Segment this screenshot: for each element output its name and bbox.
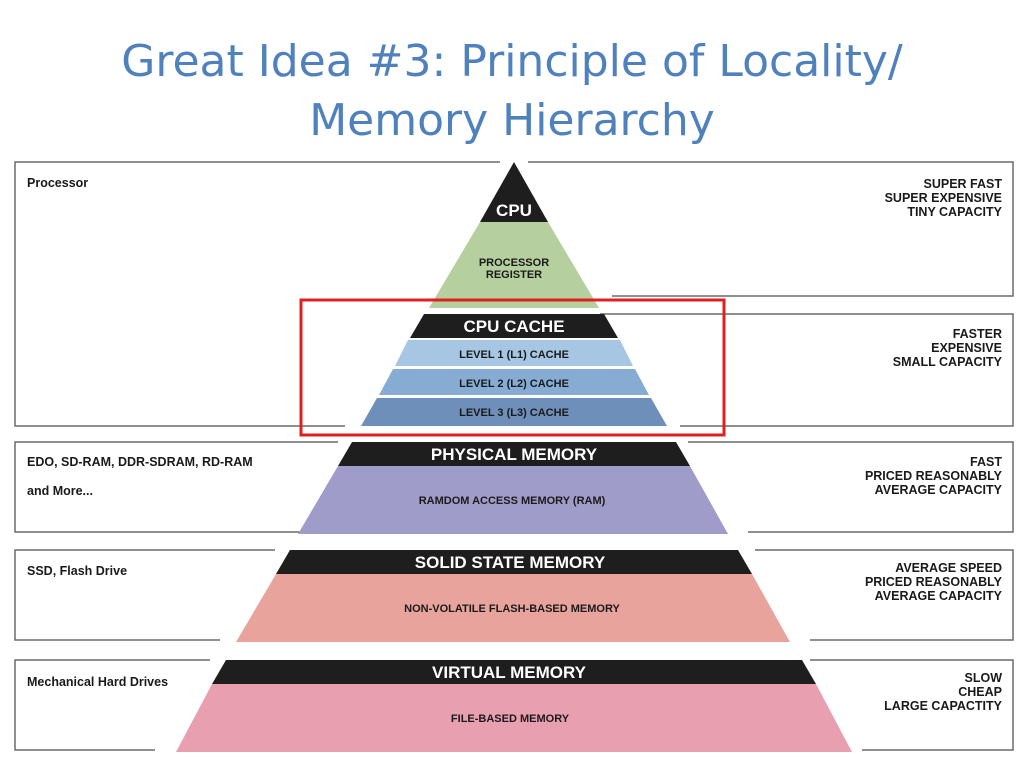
right-labels: SUPER FAST SUPER EXPENSIVE TINY CAPACITY… [865, 177, 1003, 713]
right-label-ssd-2: PRICED REASONABLY [865, 575, 1003, 589]
right-label-processor-1: SUPER FAST [924, 177, 1003, 191]
ram-text: RAMDOM ACCESS MEMORY (RAM) [419, 495, 606, 507]
right-label-ssd-1: AVERAGE SPEED [895, 561, 1002, 575]
register-band [429, 222, 599, 308]
cache-l1-band [395, 340, 633, 366]
virtual-band [176, 684, 852, 752]
right-label-ram-1: FAST [970, 455, 1002, 469]
pyramid-physical: PHYSICAL MEMORY RAMDOM ACCESS MEMORY (RA… [298, 442, 728, 534]
right-bracket-ssd [755, 549, 1014, 641]
right-label-ssd-3: AVERAGE CAPACITY [875, 589, 1003, 603]
right-label-hdd-1: SLOW [965, 671, 1003, 685]
right-bracket-cache [600, 313, 1014, 427]
cpu-head-band [480, 162, 548, 222]
ssd-text: NON-VOLATILE FLASH-BASED MEMORY [404, 603, 620, 615]
virtual-text: FILE-BASED MEMORY [451, 713, 570, 725]
left-bracket-processor [14, 161, 500, 427]
right-bracket-hdd [810, 659, 1014, 751]
right-bracket-processor [528, 161, 1014, 297]
cache-l3-band [361, 398, 667, 426]
cache-l1-text: LEVEL 1 (L1) CACHE [459, 349, 569, 361]
left-label-ram-line-2: and More... [27, 484, 93, 498]
right-label-hdd-3: LARGE CAPACTITY [884, 699, 1002, 713]
left-bracket-ssd [14, 549, 275, 641]
title-line-2: Memory Hierarchy [309, 95, 715, 146]
left-brackets [14, 161, 500, 751]
cache-l2-band [379, 369, 649, 395]
register-line-1: PROCESSOR [479, 257, 549, 269]
right-bracket-ram [688, 441, 1014, 533]
right-label-cache-1: FASTER [953, 327, 1002, 341]
register-line-2: REGISTER [486, 269, 542, 281]
memory-hierarchy-diagram: CPU PROCESSOR REGISTER CPU CACHE LEVEL 1… [14, 161, 1014, 752]
title-line-1: Great Idea #3: Principle of Locality/ [121, 36, 903, 87]
right-brackets [528, 161, 1014, 751]
right-label-ram-2: PRICED REASONABLY [865, 469, 1003, 483]
slide-title: Great Idea #3: Principle of Locality/ Me… [0, 32, 1024, 150]
left-label-ram-line-1: EDO, SD-RAM, DDR-SDRAM, RD-RAM [27, 455, 253, 469]
left-labels: Processor EDO, SD-RAM, DDR-SDRAM, RD-RAM… [27, 176, 253, 689]
cache-head-band [410, 314, 618, 338]
physical-head-band [338, 442, 690, 466]
right-label-processor-2: SUPER EXPENSIVE [885, 191, 1002, 205]
ssd-head-band [276, 550, 752, 574]
cache-l3-text: LEVEL 3 (L3) CACHE [459, 407, 569, 419]
cache-head-text: CPU CACHE [463, 317, 564, 336]
pyramid-virtual: VIRTUAL MEMORY FILE-BASED MEMORY [176, 660, 852, 752]
right-label-hdd-2: CHEAP [958, 685, 1002, 699]
pyramid-cache: CPU CACHE LEVEL 1 (L1) CACHE LEVEL 2 (L2… [361, 314, 667, 426]
cpu-head-text: CPU [496, 201, 532, 220]
right-label-processor-3: TINY CAPACITY [907, 205, 1002, 219]
right-label-ram-3: AVERAGE CAPACITY [875, 483, 1003, 497]
right-label-cache-3: SMALL CAPACITY [893, 355, 1003, 369]
cache-highlight-box [299, 298, 726, 437]
left-label-ssd: SSD, Flash Drive [27, 564, 127, 578]
ram-band [298, 466, 728, 534]
virtual-head-text: VIRTUAL MEMORY [432, 663, 587, 682]
left-label-hdd: Mechanical Hard Drives [27, 675, 168, 689]
left-bracket-ram [14, 441, 338, 533]
ssd-band [236, 574, 790, 642]
left-label-processor: Processor [27, 176, 88, 190]
pyramid-ssd: SOLID STATE MEMORY NON-VOLATILE FLASH-BA… [236, 550, 790, 642]
cache-l2-text: LEVEL 2 (L2) CACHE [459, 378, 569, 390]
right-label-cache-2: EXPENSIVE [931, 341, 1002, 355]
physical-head-text: PHYSICAL MEMORY [431, 445, 598, 464]
virtual-head-band [212, 660, 816, 684]
pyramid-cpu: CPU PROCESSOR REGISTER [429, 162, 599, 308]
ssd-head-text: SOLID STATE MEMORY [415, 553, 606, 572]
left-bracket-hdd [14, 659, 210, 751]
